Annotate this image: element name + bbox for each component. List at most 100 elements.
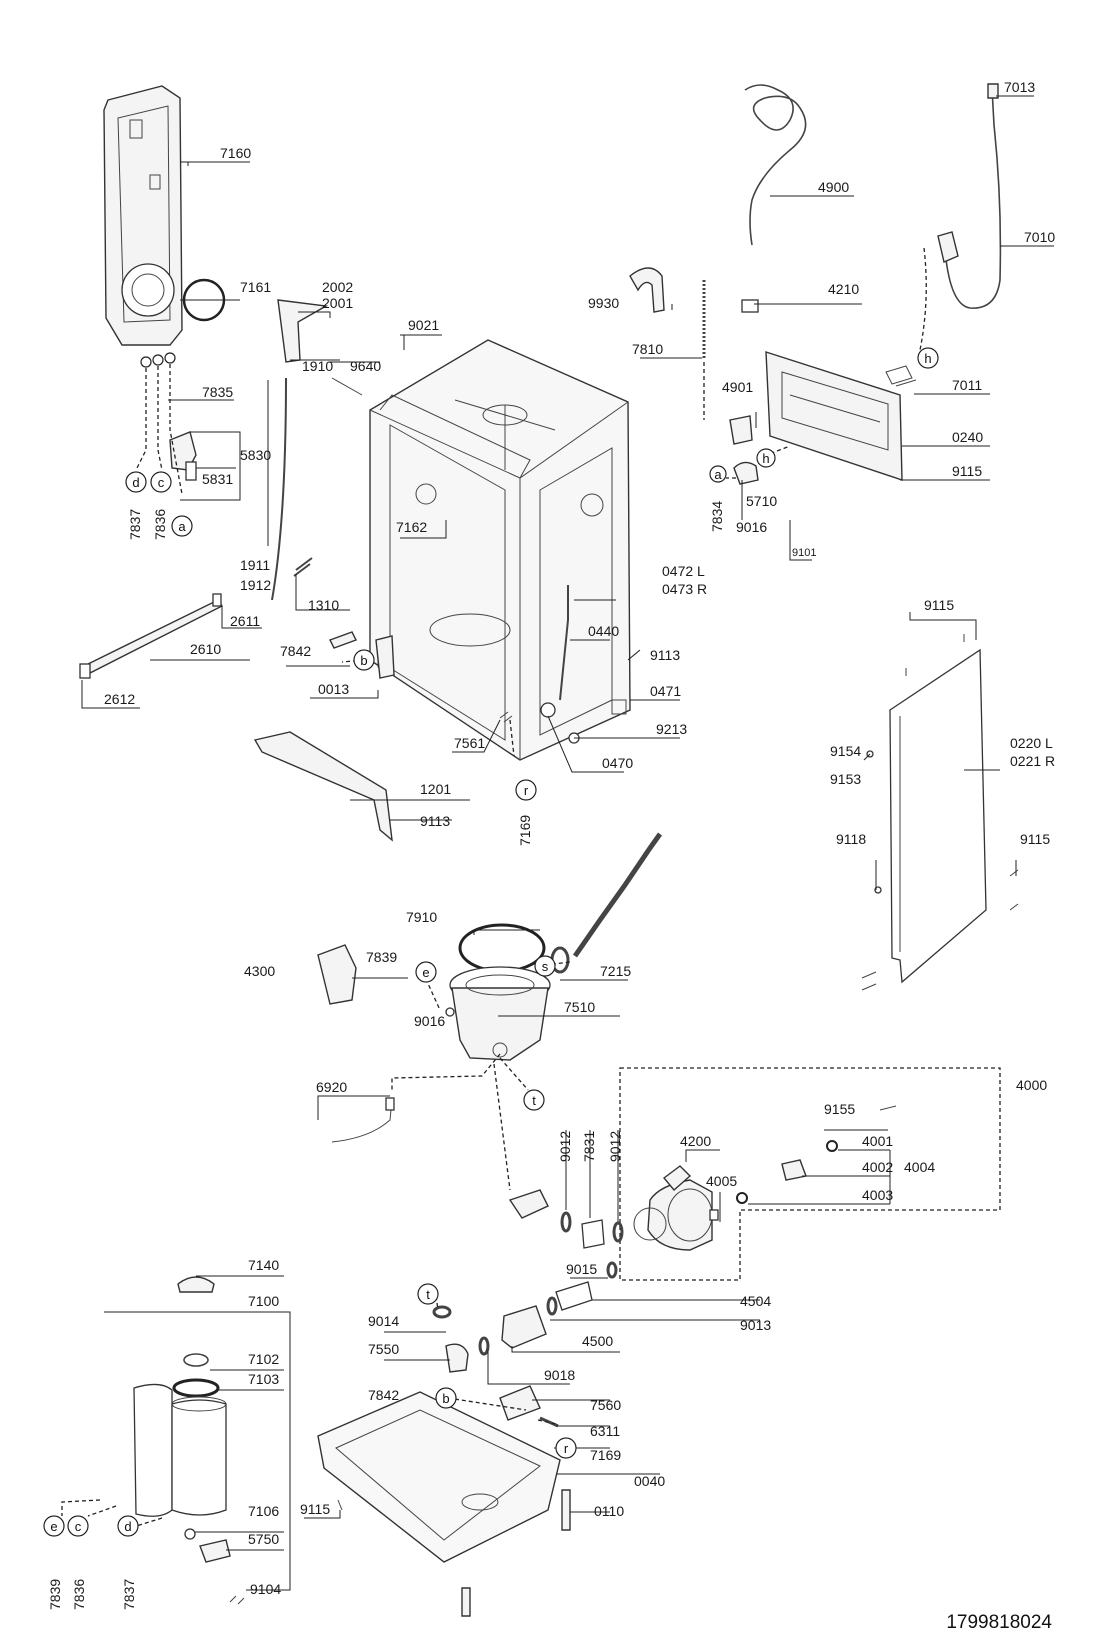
svg-text:t: t (426, 1287, 430, 1302)
label-9113-b: 9113 (650, 647, 680, 663)
label-4500: 4500 (582, 1333, 613, 1349)
label-2610: 2610 (190, 641, 221, 657)
bracket-7560 (499, 1385, 541, 1421)
svg-text:b: b (360, 653, 367, 668)
callout-c-1: c (150, 471, 172, 493)
softener-panel-7160 (103, 85, 183, 368)
callout-a-2: a (709, 465, 727, 483)
leader-lines (81, 95, 1054, 1591)
label-7161: 7161 (240, 279, 271, 295)
label-4000: 4000 (1016, 1077, 1047, 1093)
document-number: 1799818024 (946, 1612, 1052, 1633)
callout-t-1: t (523, 1089, 545, 1111)
clip-4005 (709, 1209, 719, 1221)
part-labels: 7160 7161 2002 2001 9021 1910 9640 7835 … (104, 79, 1055, 1597)
label-7160: 7160 (220, 145, 251, 161)
screw-9016-b (445, 1007, 455, 1017)
clamp-9013 (546, 1296, 558, 1316)
clip-7561 (499, 711, 513, 723)
seal-7102 (183, 1353, 209, 1367)
label-7550: 7550 (368, 1341, 399, 1357)
label-4210: 4210 (828, 281, 859, 297)
box-4210 (741, 299, 759, 313)
sensor-6920 (385, 1097, 395, 1111)
label-7013: 7013 (1004, 79, 1035, 95)
label-9013: 9013 (740, 1317, 771, 1333)
label-7102: 7102 (248, 1351, 279, 1367)
label-0470: 0470 (602, 755, 633, 771)
svg-text:c: c (158, 475, 165, 490)
float-5750 (199, 1539, 231, 1563)
label-5710: 5710 (746, 493, 777, 509)
label-0240: 0240 (952, 429, 983, 445)
svg-text:e: e (50, 1519, 57, 1534)
label-4901: 4901 (722, 379, 753, 395)
label-7842-a: 7842 (280, 643, 311, 659)
label-7162: 7162 (396, 519, 427, 535)
control-panel-0240 (765, 351, 903, 481)
drain-pump-4500 (501, 1305, 547, 1349)
label-4504: 4504 (740, 1293, 771, 1309)
cable-7010 (944, 87, 1002, 309)
rotated-labels: 7837 7836 7169 7834 9012 7831 9012 7839 … (47, 501, 725, 1610)
svg-text:d: d (132, 475, 139, 490)
label-9115-c: 9115 (1020, 831, 1050, 847)
label-4001: 4001 (862, 1133, 893, 1149)
callout-r-2: r (555, 1437, 577, 1459)
label-2611: 2611 (230, 613, 260, 629)
bracket-7011 (885, 365, 917, 387)
label-9118: 9118 (836, 831, 866, 847)
label-0221: 0221 R (1010, 753, 1055, 769)
label-7836-b: 7836 (71, 1579, 87, 1610)
label-9154: 9154 (830, 743, 861, 759)
label-9014: 9014 (368, 1313, 399, 1329)
callout-t-2: t (417, 1283, 439, 1305)
label-5831: 5831 (202, 471, 233, 487)
callout-r-1: r (515, 779, 537, 801)
svg-text:h: h (762, 451, 769, 466)
seal-7103 (172, 1378, 220, 1398)
label-1201: 1201 (420, 781, 451, 797)
label-7831: 7831 (581, 1131, 597, 1162)
hinge-0013 (375, 635, 395, 679)
label-7169-b: 7169 (590, 1447, 621, 1463)
label-7834: 7834 (709, 501, 725, 532)
heater-4300 (317, 944, 357, 1005)
label-5830: 5830 (240, 447, 271, 463)
label-7839-a: 7839 (366, 949, 397, 965)
bracket-7842 (329, 631, 357, 649)
label-5750: 5750 (248, 1531, 279, 1547)
label-9101: 9101 (792, 547, 816, 559)
part-4002 (781, 1159, 807, 1181)
label-4004: 4004 (904, 1159, 935, 1175)
label-7103: 7103 (248, 1371, 279, 1387)
label-7842-b: 7842 (368, 1387, 399, 1403)
bracket-2001 (277, 299, 329, 363)
hose-7215 (572, 832, 663, 958)
hose-6920 (331, 1099, 393, 1143)
label-4003: 4003 (862, 1187, 893, 1203)
callout-e-2: e (43, 1515, 65, 1537)
pump-4000 (633, 1179, 713, 1251)
seal-4003 (736, 1192, 748, 1204)
dashed-connectors (61, 247, 927, 1529)
label-0013: 0013 (318, 681, 349, 697)
svg-text:b: b (442, 1391, 449, 1406)
svg-text:c: c (75, 1519, 82, 1534)
seal-7106 (184, 1528, 196, 1540)
screw-9155 (879, 1105, 897, 1111)
label-9115-a: 9115 (952, 463, 982, 479)
callout-c-2: c (67, 1515, 89, 1537)
pin-6311 (539, 1416, 559, 1428)
drain-0471 (540, 702, 556, 718)
label-7510: 7510 (564, 999, 595, 1015)
label-7837-a: 7837 (127, 509, 143, 540)
connector-7013 (987, 83, 999, 99)
callout-h-1: h (917, 347, 939, 369)
hose-0440 (559, 585, 569, 701)
svg-text:s: s (542, 959, 549, 974)
label-9104: 9104 (250, 1581, 281, 1597)
label-9155: 9155 (824, 1101, 855, 1117)
screw-9115-d (1009, 903, 1019, 911)
